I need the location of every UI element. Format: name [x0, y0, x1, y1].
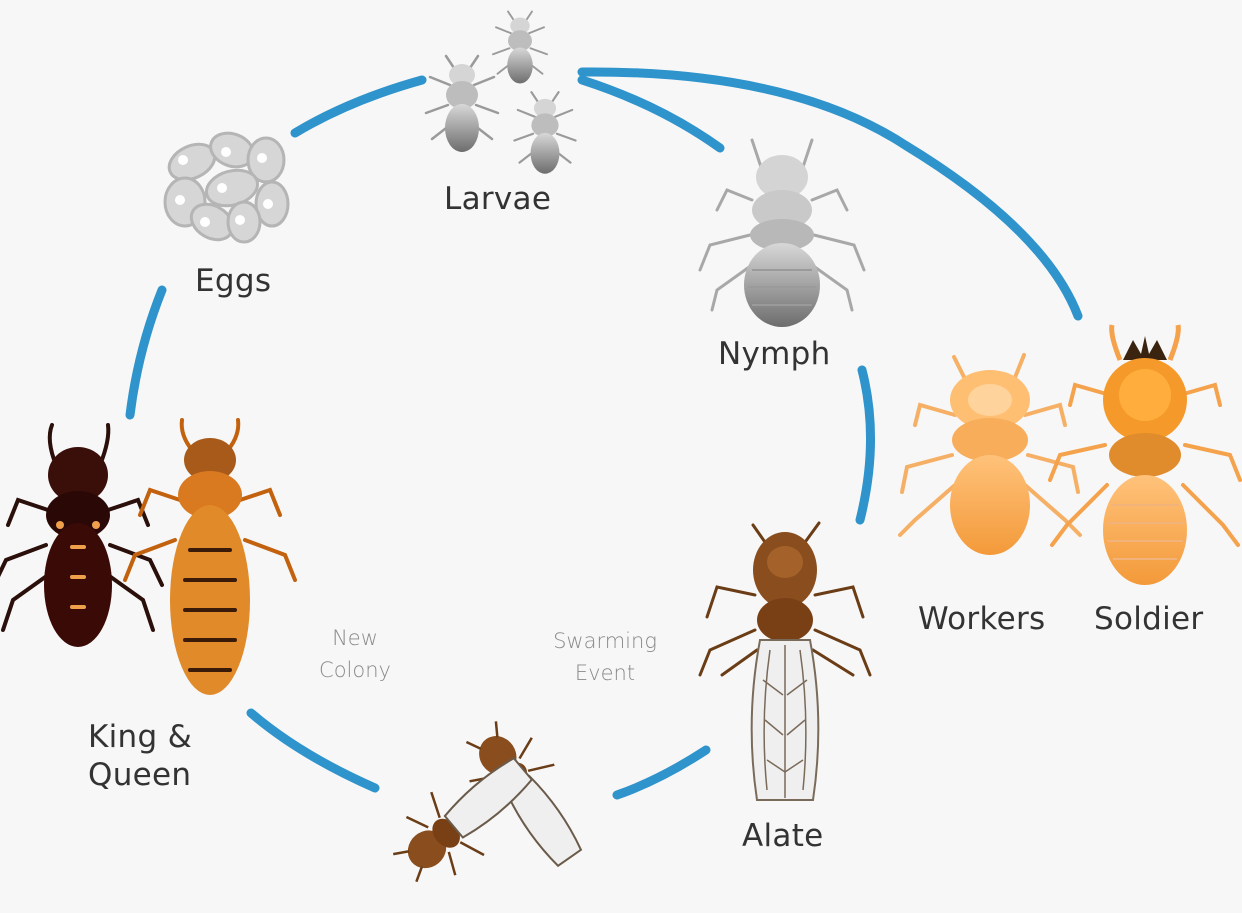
larvae-label: Larvae [444, 180, 551, 218]
larvae-icon [426, 12, 576, 174]
eggs-icon [163, 127, 288, 246]
swarming-alates-icon [378, 708, 603, 899]
alate-label: Alate [742, 817, 824, 855]
alate-icon [700, 523, 870, 800]
soldier-icon [1050, 325, 1240, 585]
swarming-event-note: Swarming Event [535, 625, 675, 689]
queen-icon [125, 420, 295, 695]
eggs-label: Eggs [195, 262, 271, 300]
arc-alate-to-swarm [617, 750, 706, 795]
new-colony-note: New Colony [305, 622, 405, 686]
king-queen-label: King & Queen [88, 718, 192, 794]
nymph-label: Nymph [718, 335, 831, 373]
worker-icon [900, 355, 1080, 555]
arc-nymph-to-alate [860, 370, 871, 520]
nymph-icon [700, 140, 864, 327]
arc-larvae-to-nymph [582, 80, 720, 148]
arc-swarm-to-kingqueen [251, 713, 375, 788]
arc-eggs-to-larvae [295, 80, 422, 133]
arc-kingqueen-to-eggs [130, 290, 162, 415]
soldier-label: Soldier [1094, 600, 1203, 638]
king-icon [0, 425, 162, 647]
workers-label: Workers [918, 600, 1045, 638]
